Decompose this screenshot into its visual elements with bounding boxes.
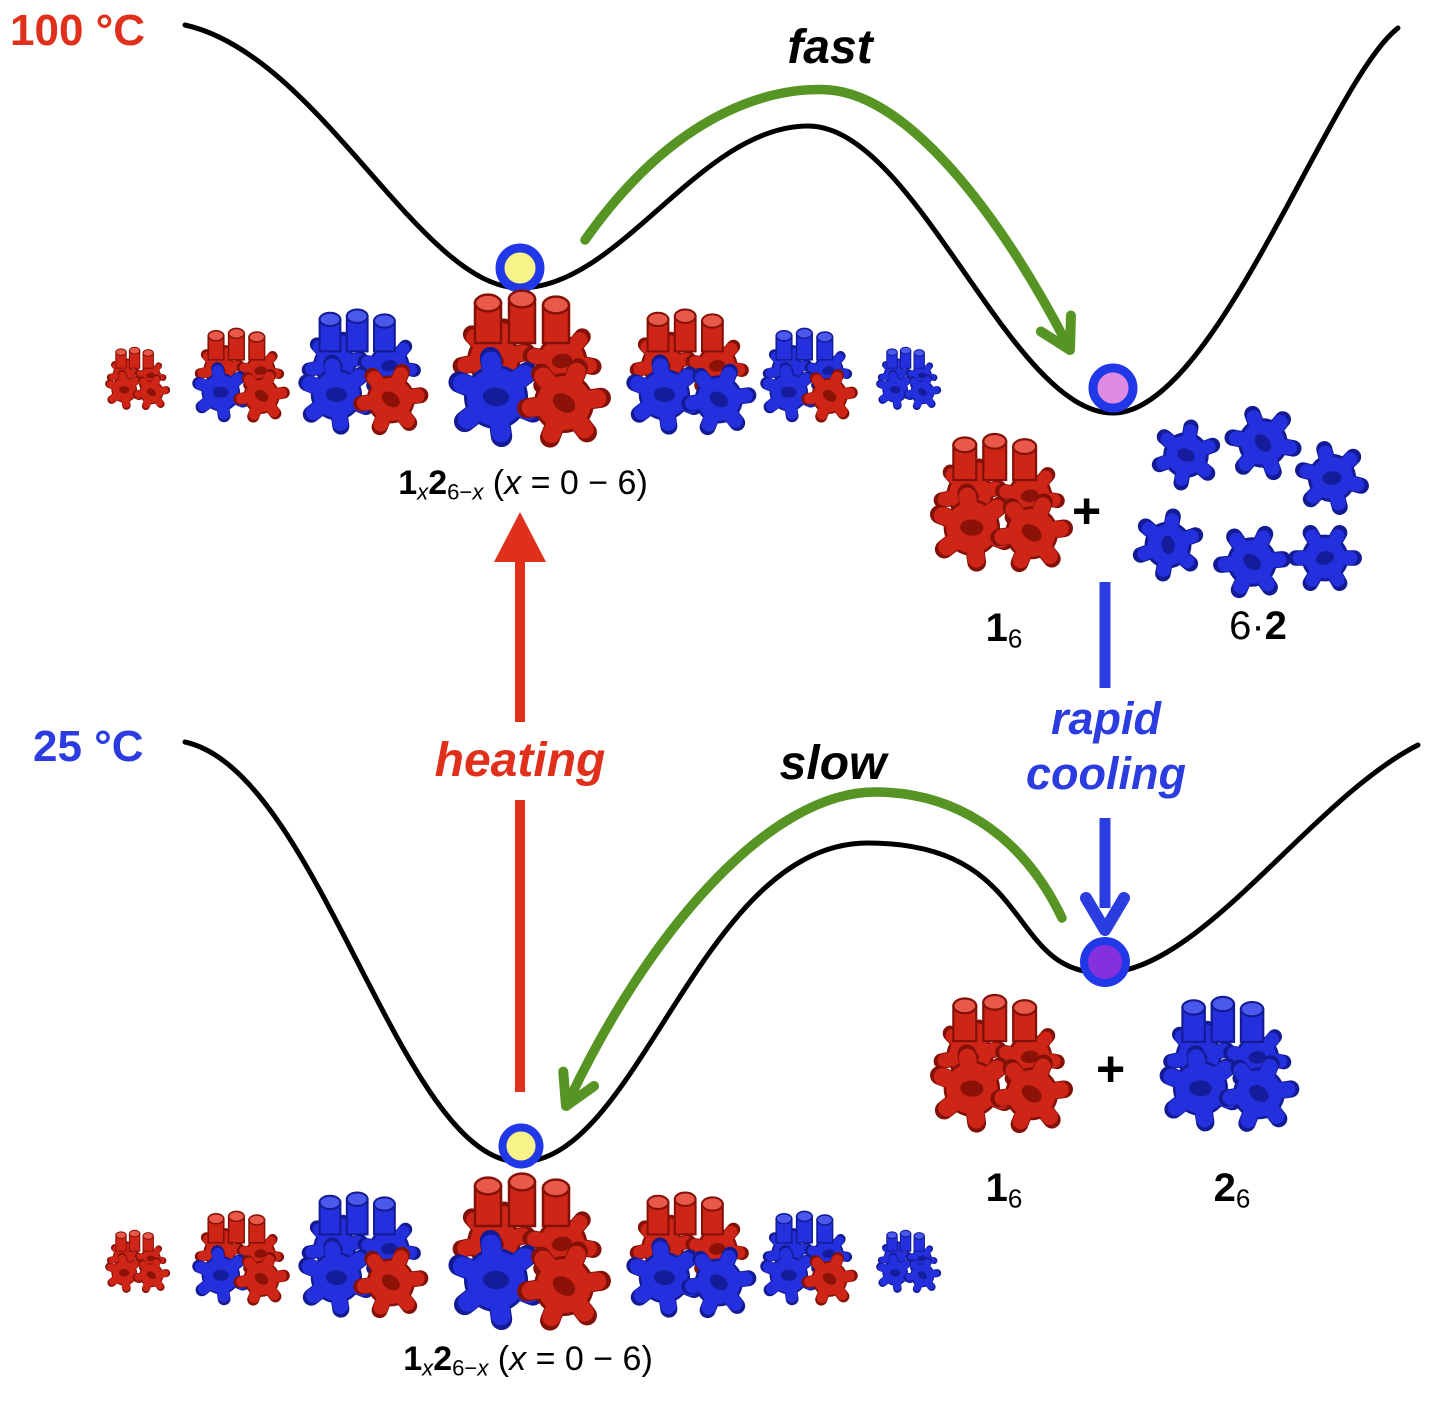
mixed-assemblies-row-25c [105, 1172, 942, 1331]
blue-monomer-1 [1151, 419, 1221, 491]
hetero-assembly-3-25c [298, 1191, 429, 1319]
mixture-formula-25c: 1x26−x (x = 0 − 6) [403, 1340, 653, 1381]
hetero-assembly-2-100c [192, 327, 290, 423]
red-homohexamer-1-6-25c [930, 993, 1074, 1134]
label-1-6-25c: 16 [985, 1166, 1023, 1214]
state-marker-trapped-100c [1088, 363, 1138, 413]
fast-label: fast [787, 21, 873, 74]
slow-label: slow [779, 737, 887, 790]
hetero-assembly-6-25c [760, 1210, 858, 1306]
state-marker-mixed-25c [498, 1123, 544, 1169]
label-1-6-100c: 16 [985, 606, 1023, 654]
state-marker-separated-25c [1080, 937, 1130, 987]
hetero-assembly-4-100c [448, 289, 611, 448]
energy-landscape-25c [182, 739, 1421, 1165]
mixture-formula-100c: 1x26−x (x = 0 − 6) [398, 464, 648, 505]
slow-pathway-arrow [558, 787, 1067, 1111]
hetero-assembly-5-100c [626, 308, 757, 436]
energy-landscape-100c [182, 22, 1401, 416]
plus-sign-25c: + [1096, 1041, 1126, 1097]
red-hexamer-cluster-100c [930, 432, 1074, 573]
hetero-assembly-1-25c [105, 1229, 171, 1294]
fast-pathway-arrow [580, 84, 1076, 355]
hetero-assembly-7-25c [876, 1229, 942, 1294]
hetero-assembly-7-100c [876, 346, 942, 411]
state-marker-mixed-100c [495, 243, 545, 293]
red-homohexamer-1-6-100c [930, 432, 1074, 573]
mixed-assemblies-row-100c [105, 289, 942, 448]
hetero-assembly-5-25c [626, 1191, 757, 1319]
hetero-assembly-6-100c [760, 327, 858, 423]
hetero-assembly-3-100c [298, 308, 429, 436]
temperature-label-25c: 25 °C [33, 722, 144, 771]
rapid-cooling-label: rapid cooling [956, 692, 1256, 802]
blue-monomer-3 [1295, 441, 1369, 515]
heating-arrow [494, 512, 546, 1092]
blue-monomer-6 [1288, 524, 1362, 592]
blue-homohexamer-2-6-25c [1159, 995, 1300, 1132]
blue-monomer-2 [1224, 405, 1302, 481]
rapid-cooling-line2: cooling [1026, 747, 1186, 799]
blue-monomer-4 [1132, 508, 1204, 582]
label-2-6-25c: 26 [1213, 1166, 1251, 1214]
hetero-assembly-1-100c [105, 346, 171, 411]
hetero-assembly-2-25c [192, 1210, 290, 1306]
blue-hexamer-cluster-25c [1159, 995, 1300, 1132]
temperature-label-100c: 100 °C [10, 6, 146, 55]
heating-label: heating [434, 734, 606, 787]
rapid-cooling-line1: rapid [1050, 693, 1162, 744]
blue-monomers-6x2 [1132, 405, 1369, 599]
hetero-assembly-4-25c [448, 1172, 611, 1331]
blue-monomer-5 [1213, 525, 1291, 599]
red-hexamer-cluster-25c [930, 993, 1074, 1134]
label-6-dot-2: 6·2 [1229, 604, 1287, 648]
rapid-cooling-arrow [1080, 582, 1130, 936]
plus-sign-100c: + [1072, 483, 1102, 539]
